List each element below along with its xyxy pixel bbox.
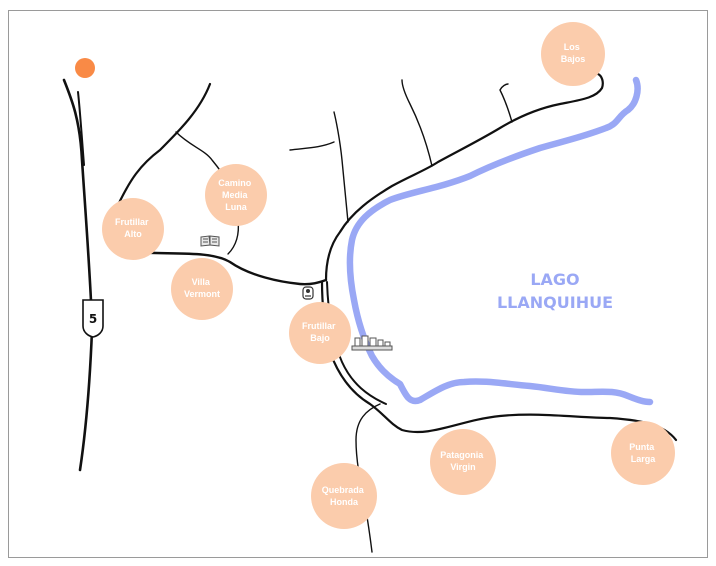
route-5-shield[interactable]: 5 — [82, 299, 104, 338]
book-icon-right-page — [209, 235, 220, 247]
road-frutillar-alto-north — [116, 82, 212, 207]
place-circle-camino-media-luna[interactable] — [205, 164, 267, 226]
location-marker-icon[interactable] — [75, 58, 95, 78]
book-icon[interactable] — [200, 235, 220, 247]
road-north-4 — [499, 83, 513, 123]
info-point-icon-dot — [306, 289, 310, 293]
place-label-patagonia-virgin: Patagonia Virgin — [440, 450, 486, 472]
place-label-villa-vermont: Villa Vermont — [184, 277, 220, 299]
lake-label-line2: LLANQUIHUE — [497, 293, 613, 312]
place-circle-patagonia-virgin[interactable] — [430, 429, 496, 495]
museum-icon[interactable] — [351, 335, 393, 351]
place-label-los-bajos: Los Bajos — [561, 42, 586, 64]
highway-5-road — [62, 78, 94, 472]
place-circle-frutillar-alto[interactable] — [102, 198, 164, 260]
book-icon-left-page — [200, 235, 211, 247]
place-label-punta-larga: Punta Larga — [629, 442, 657, 464]
road-north-1 — [333, 111, 349, 223]
place-labels: Los Bajos Camino Media Luna Frutillar Al… — [115, 42, 657, 507]
road-north-2 — [289, 141, 335, 151]
road-north-3 — [401, 79, 433, 167]
museum-icon-base — [351, 345, 393, 351]
place-circle-los-bajos[interactable] — [541, 22, 605, 86]
road-highway-branch — [77, 91, 85, 166]
museum-icon-col5 — [384, 341, 391, 347]
place-label-frutillar-bajo: Frutillar Bajo — [302, 321, 338, 343]
route-shield-number: 5 — [89, 312, 97, 326]
place-label-camino-media-luna: Camino Media Luna — [218, 178, 254, 212]
museum-icon-col1 — [354, 337, 361, 347]
road-lakeshore-north — [324, 72, 604, 282]
museum-icon-col2 — [361, 335, 369, 347]
road-alto-to-bajo — [128, 250, 328, 286]
museum-icon-col3 — [369, 337, 377, 347]
lake-label: LAGO LLANQUIHUE — [497, 270, 613, 312]
place-label-frutillar-alto: Frutillar Alto — [115, 217, 151, 239]
place-markers — [102, 22, 675, 529]
info-point-icon[interactable] — [302, 286, 314, 300]
place-circle-villa-vermont[interactable] — [171, 258, 233, 320]
place-circle-punta-larga[interactable] — [611, 421, 675, 485]
lake-label-line1: LAGO — [530, 270, 579, 289]
place-label-quebrada-honda: Quebrada Honda — [322, 485, 367, 507]
place-circle-frutillar-bajo[interactable] — [289, 302, 351, 364]
place-circle-quebrada-honda[interactable] — [311, 463, 377, 529]
route-shield-shape — [82, 299, 104, 338]
lake-shore-path — [346, 76, 654, 406]
lake-shoreline — [346, 76, 654, 406]
museum-icon-col4 — [377, 339, 384, 347]
